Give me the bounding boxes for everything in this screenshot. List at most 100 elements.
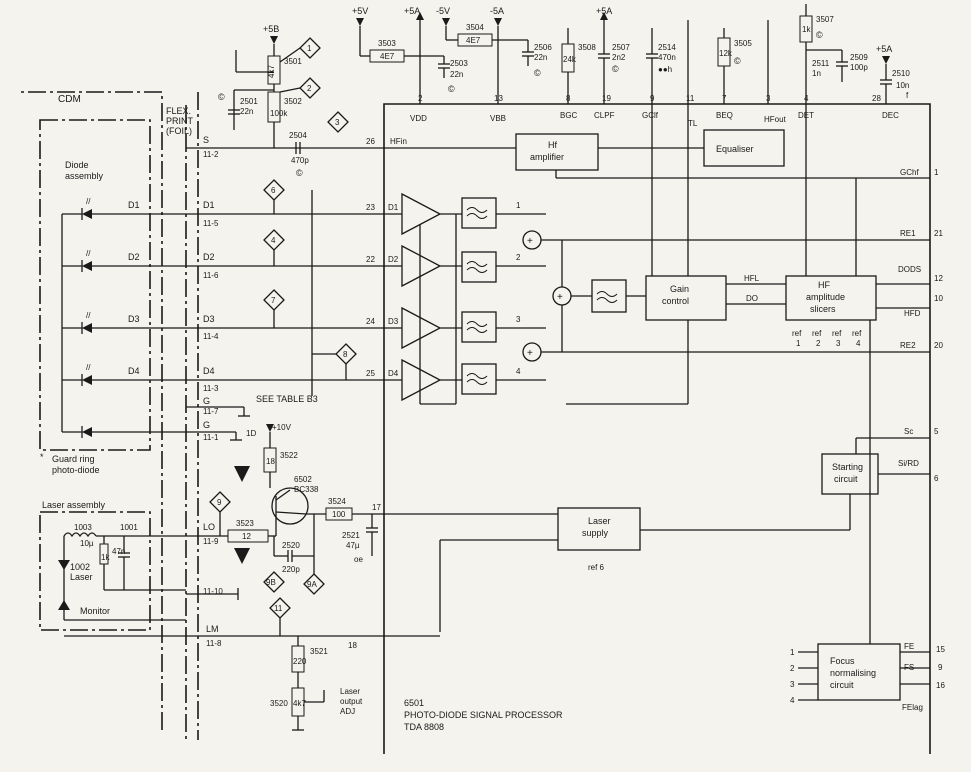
svg-text:15: 15 [936,645,945,654]
svg-text:26: 26 [366,137,375,146]
svg-text:9B: 9B [266,578,276,587]
laser-label: Laser [70,572,93,582]
test-points: 1 2 3 6 4 7 8 [209,37,357,636]
svg-text://: // [86,197,91,206]
svg-text:47n: 47n [112,547,125,556]
svg-text://: // [86,249,91,258]
svg-text:100p: 100p [850,63,868,72]
svg-text:11-3: 11-3 [203,384,219,393]
svg-text:BC338: BC338 [294,485,319,494]
svg-text:S: S [203,135,209,145]
svg-text:©: © [534,68,541,78]
svg-text:1003: 1003 [74,523,92,532]
svg-text:11-9: 11-9 [203,537,219,546]
slicer-refs: ref 1 ref 2 ref 3 ref 4 [792,329,862,348]
svg-text:+5B: +5B [263,24,279,34]
svg-text:18: 18 [266,457,275,466]
flex-print-label-2: PRINT [166,116,194,126]
svg-text:10: 10 [934,294,943,303]
svg-text:3508: 3508 [578,43,596,52]
svg-text:FS: FS [904,663,914,672]
svg-text:+10V: +10V [272,423,292,432]
svg-text:3: 3 [766,94,771,103]
svg-text:28: 28 [872,94,881,103]
svg-text:10µ: 10µ [80,539,94,548]
svg-text:3523: 3523 [236,519,254,528]
svg-text:11-2: 11-2 [203,150,219,159]
guard-ring-diode [62,426,186,438]
svg-text:4E7: 4E7 [466,36,481,45]
svg-text:FElag: FElag [902,703,923,712]
svg-text://: // [86,311,91,320]
svg-text:9: 9 [217,498,222,507]
diode-label-d4: D4 [128,366,140,376]
svg-text:GChf: GChf [900,168,919,177]
svg-text:2: 2 [516,253,521,262]
ic-number: 6501 [404,698,424,708]
svg-text:1: 1 [790,648,795,657]
svg-text:HFout: HFout [764,115,787,124]
bandpass-filters: 1 2 3 4 [461,197,546,395]
hf-amplifier-block: Hf amplifier [515,133,599,171]
svg-text:LM: LM [206,624,219,634]
hf-amplitude-slicers-block: HF amplitude slicers [785,275,877,321]
see-table-label: SEE TABLE B3 [256,394,318,404]
svg-text:12: 12 [934,274,943,283]
svg-text:47µ: 47µ [346,541,360,550]
svg-text:2: 2 [790,664,795,673]
svg-text:Hf: Hf [548,140,557,150]
flex-print-label-1: FLEX. [166,106,191,116]
svg-text:CLPF: CLPF [594,111,615,120]
summers: + + + [522,230,930,362]
cdm-label: CDM [58,94,81,105]
photo-diode-d3: // D3 [62,311,186,334]
laser-assembly: Laser assembly 1003 1001 10µ 1k 47n 1002… [39,500,186,637]
svg-text:output: output [340,697,363,706]
ic-name: PHOTO-DIODE SIGNAL PROCESSOR [404,710,563,720]
svg-text:HFin: HFin [390,137,407,146]
guard-ring-label-2: photo-diode [52,465,100,475]
svg-text:3504: 3504 [466,23,484,32]
svg-text:ADJ: ADJ [340,707,355,716]
svg-text:2521: 2521 [342,531,360,540]
svg-text:17: 17 [372,503,381,512]
svg-text:ref: ref [832,329,842,338]
svg-text:2510: 2510 [892,69,910,78]
svg-text:1: 1 [516,201,521,210]
svg-text:circuit: circuit [830,680,854,690]
svg-text:+: + [557,292,563,303]
svg-text:7: 7 [271,296,276,305]
svg-text:+: + [527,236,533,247]
svg-text:2520: 2520 [282,541,300,550]
svg-text:D4: D4 [388,369,399,378]
svg-text:1n: 1n [812,69,821,78]
svg-text:8: 8 [566,94,571,103]
test-point-9b: 9B [263,571,285,593]
svg-text:1: 1 [307,44,312,53]
svg-text:2514: 2514 [658,43,676,52]
svg-text:1k: 1k [802,25,811,34]
diode-assembly-label-1: Diode [65,160,89,170]
svg-text:supply: supply [582,528,609,538]
svg-text:2507: 2507 [612,43,630,52]
svg-text:3: 3 [836,339,841,348]
svg-text:7: 7 [722,94,727,103]
svg-text:oe: oe [354,555,363,564]
svg-text:Focus: Focus [830,656,855,666]
svg-text:4: 4 [516,367,521,376]
test-point-3: 3 [327,111,349,133]
svg-text:1002: 1002 [70,562,90,572]
svg-text://: // [86,363,91,372]
svg-text:1: 1 [934,168,939,177]
photo-diode-d2: // D2 [62,249,186,272]
svg-text:DODS: DODS [898,265,921,274]
svg-text:HF: HF [818,280,830,290]
svg-text:RE1: RE1 [900,229,916,238]
svg-text:11-4: 11-4 [203,332,219,341]
cdm-enclosure: CDM [20,91,199,740]
svg-text:VDD: VDD [410,114,427,123]
svg-text:2n2: 2n2 [612,53,626,62]
focus-normalising-block: Focus normalising circuit [817,643,901,701]
svg-text:9A: 9A [307,580,317,589]
svg-text:amplifier: amplifier [530,152,564,162]
